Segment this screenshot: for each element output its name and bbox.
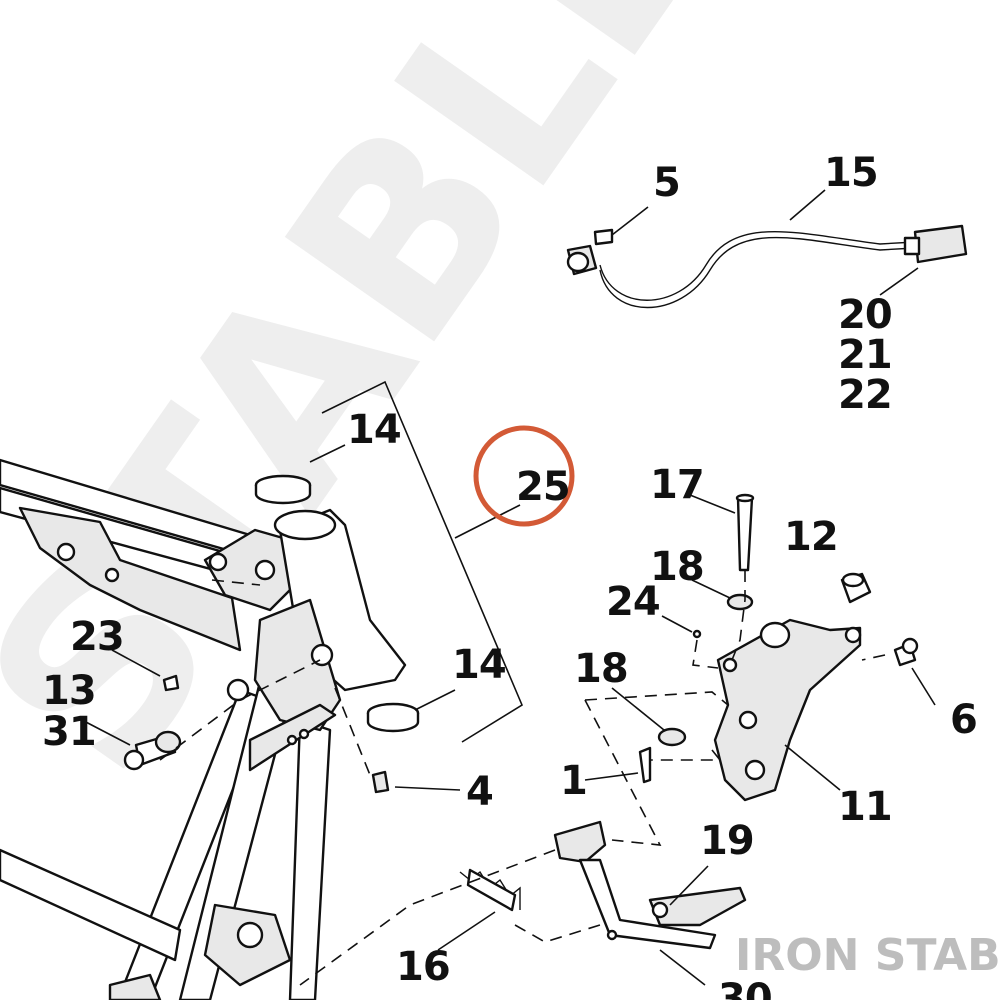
callout-14-top: 14 — [347, 407, 401, 453]
callout-11: 11 — [838, 784, 892, 830]
callout-21: 21 — [838, 332, 892, 378]
callout-1: 1 — [560, 758, 587, 804]
callout-23: 23 — [70, 614, 124, 660]
callout-6: 6 — [950, 697, 977, 743]
callout-30: 30 — [718, 976, 772, 1000]
callout-20: 20 — [838, 292, 892, 338]
callout-18-top: 18 — [650, 544, 704, 590]
side-stand-assembly — [123, 474, 919, 950]
callout-19: 19 — [700, 818, 754, 864]
callout-18-bottom: 18 — [574, 646, 628, 692]
callout-5: 5 — [653, 160, 680, 206]
highlight-circle — [473, 425, 575, 527]
callout-14-bottom: 14 — [452, 642, 506, 688]
leader-lines — [81, 189, 936, 986]
callout-4: 4 — [466, 769, 493, 815]
callout-13: 13 — [42, 668, 96, 714]
callout-31: 31 — [42, 709, 96, 755]
callout-17: 17 — [650, 462, 704, 508]
callout-15: 15 — [824, 150, 878, 196]
callout-16: 16 — [396, 944, 450, 990]
wiring-harness — [566, 224, 968, 309]
brand-logo-text: IRON STABLE — [735, 930, 1000, 981]
callout-labels: 5 15 20 21 22 14 25 17 12 18 24 23 13 31… — [42, 150, 978, 1000]
callout-24: 24 — [606, 579, 660, 625]
frame — [0, 458, 407, 1000]
callout-25: 25 — [516, 464, 570, 510]
callout-12: 12 — [784, 514, 838, 560]
callout-22: 22 — [838, 372, 892, 418]
